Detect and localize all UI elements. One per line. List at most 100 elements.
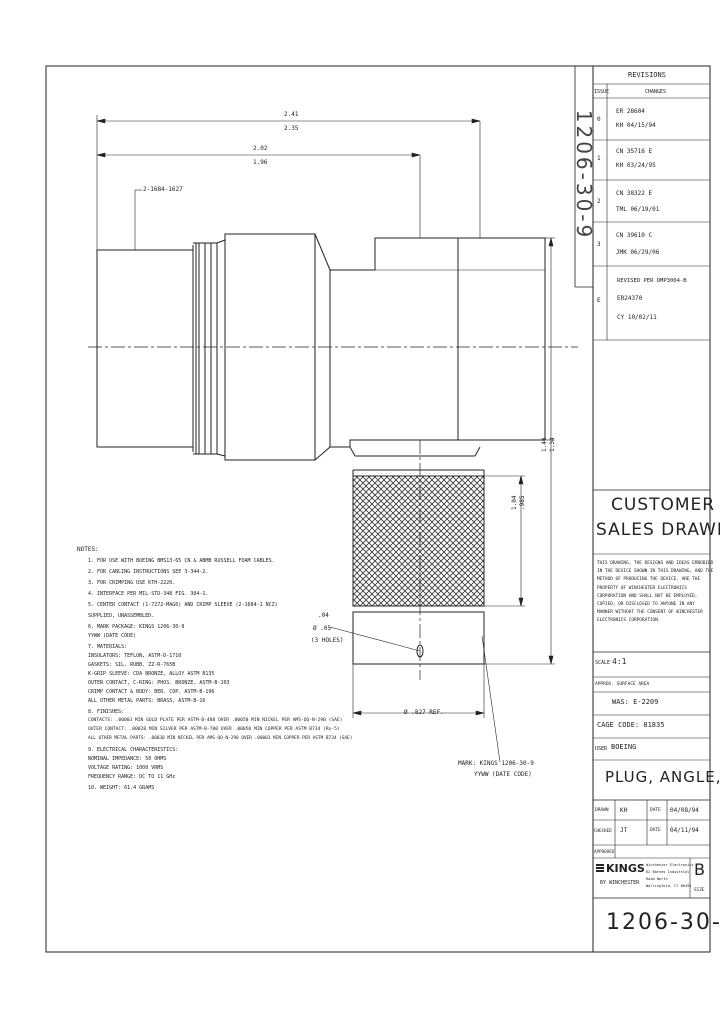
thread-callout: 2-1684-1627: [143, 186, 183, 193]
proprietary-line: METHOD OF PRODUCING THE DEVICE, ARE THE: [597, 577, 701, 583]
note-line: GASKETS: SIL. RUBB. ZZ-R-765B: [88, 662, 176, 668]
revision-line: TML 06/19/01: [616, 206, 660, 213]
drawn-date: 04/08/94: [670, 807, 699, 814]
proprietary-line: COPIED, OR DISCLOSED TO ANYONE IN ANY: [597, 602, 695, 608]
logo-mark-icon: [596, 864, 604, 872]
was-value: WAS: E-2209: [612, 698, 659, 706]
vertical-drawing-number: 1206-30-9: [572, 109, 596, 241]
dim-body-bottom: 1.96: [253, 159, 268, 166]
revision-line: REVISED PER DMP3004-B: [617, 278, 687, 284]
note-line: 10. WEIGHT: 61.4 GRAMS: [88, 785, 155, 791]
note-line: 1. FOR USE WITH BOEING BMS13-65 CN & ABM…: [88, 558, 275, 564]
revisions-changes-col: CHANGES: [645, 89, 667, 95]
note-line: SUPPLIED, UNASSEMBLED.: [88, 613, 155, 619]
date-label: DATE: [650, 828, 661, 833]
dim-ref: Ø .827 REF.: [404, 709, 444, 716]
dim-overall-bottom: 2.35: [284, 125, 299, 132]
revision-line: CN 39610 C: [616, 232, 653, 239]
note-line: 6. MARK PACKAGE: KINGS 1206-30-9: [88, 624, 185, 630]
note-line: K-GRIP SLEEVE: CDA BRONZE, ALLOY ASTM B1…: [88, 671, 215, 677]
drawing-number: 1206-30-9: [606, 910, 720, 935]
note-line: YYWW (DATE CODE): [88, 633, 137, 639]
notes-list: 1. FOR USE WITH BOEING BMS13-65 CN & ABM…: [88, 558, 352, 791]
size-label: SIZE: [694, 888, 705, 893]
date-label: DATE: [650, 808, 661, 813]
note-line: VOLTAGE RATING: 1000 VRMS: [88, 765, 164, 771]
dimension-lines: [96, 115, 555, 763]
note-line: NOMINAL IMPEDANCE: 50 OHMS: [88, 756, 167, 762]
scale-value: 4:1: [612, 657, 627, 666]
revision-issue: 0: [597, 116, 601, 123]
holes-callout: .04: [318, 612, 329, 619]
note-line: 5. CENTER CONTACT (1-7272-MAG6) AND CRIM…: [88, 602, 278, 608]
company-address: Winchester Electronics 62 Barnes Industr…: [646, 862, 694, 890]
size-value: B: [694, 860, 705, 879]
customer-label: CUSTOMER: [611, 495, 716, 515]
kings-logo: KINGS BY WINCHESTER: [596, 862, 645, 894]
revision-line: CY 10/02/11: [617, 314, 657, 321]
drawn-by: KH: [620, 807, 628, 814]
proprietary-line: THIS DRAWING, THE DESIGNS AND IDEAS EMBO…: [597, 561, 714, 566]
revision-line: CN 35716 E: [616, 148, 653, 155]
revision-issue: 2: [597, 198, 601, 205]
dim-body-top: 2.02: [253, 145, 268, 152]
note-line: ALL OTHER METAL PARTS: .00030 MIN NICKEL…: [88, 736, 353, 741]
revision-issue: 3: [597, 241, 601, 248]
proprietary-line: IN THE DEVICE SHOWN IN THIS DRAWING, AND…: [597, 569, 714, 575]
revision-line: ER 28604: [616, 108, 645, 115]
logo-subtext: BY WINCHESTER: [600, 880, 640, 886]
proprietary-line: MANNER WITHOUT THE CONSENT OF WINCHESTER: [597, 610, 703, 616]
dim-vertical-4: .985: [519, 495, 526, 510]
mark-callout: MARK: KINGS 1206-30-9: [458, 760, 534, 767]
dim-vertical-1: 1.40: [541, 437, 548, 452]
part-name: PLUG, ANGLE, N: [605, 768, 720, 786]
proprietary-notice: THIS DRAWING, THE DESIGNS AND IDEAS EMBO…: [597, 560, 713, 626]
approved-label: APPROVED: [594, 849, 615, 854]
note-line: 3. FOR CRIMPING USE KTH-2220.: [88, 580, 176, 586]
holes-callout: (3 HOLES): [311, 637, 344, 644]
user-value: BOEING: [611, 743, 637, 751]
connector-drawing: [88, 233, 578, 680]
note-line: OUTER CONTACT: .00020 MIN SILVER PER AST…: [88, 727, 340, 732]
address-line: Road North: [646, 877, 668, 881]
notes-title: NOTES:: [77, 546, 99, 553]
checked-date: 04/11/94: [670, 827, 699, 834]
revision-line: KH 04/15/94: [616, 122, 656, 129]
sheet-border: [45, 65, 711, 953]
proprietary-line: PROPERTY OF WINCHESTER ELECTRONICS: [597, 585, 687, 591]
note-line: FREQUENCY RANGE: DC TO 11 GHz: [88, 774, 176, 780]
note-line: 2. FOR CABLING INSTRUCTIONS SEE 3-344-2.: [88, 569, 209, 575]
note-line: 9. ELECTRICAL CHARACTERISTICS:: [88, 747, 179, 753]
note-line: CRIMP CONTACT & BODY: BER. COP. ASTM-B-1…: [88, 689, 215, 695]
scale-label: SCALE: [595, 660, 611, 666]
note-line: OUTER CONTACT, C-RING: PHOS. BRONZE, AST…: [88, 680, 230, 686]
sales-drawing-label: SALES DRAWING: [596, 520, 720, 540]
note-line: CONTACTS: .00003 MIN GOLD PLATE PER ASTM…: [88, 718, 343, 723]
note-line: INSULATORS: TEFLON, ASTM-D-1710: [88, 653, 182, 659]
note-line: 8. FINISHES:: [88, 709, 125, 715]
dim-vertical-2: 1.34: [549, 437, 556, 452]
revision-line: KH 03/24/95: [616, 162, 656, 169]
checked-by: JT: [620, 827, 628, 834]
proprietary-line: CORPORATION AND SHALL NOT BE EMPLOYED,: [597, 593, 698, 599]
mark-callout: YYWW (DATE CODE): [474, 771, 532, 778]
revision-line: JMK 06/29/06: [616, 249, 660, 256]
revision-issue: E: [597, 297, 601, 304]
revision-line: ER24370: [617, 295, 643, 302]
revisions-header: REVISIONS: [628, 71, 666, 79]
revision-line: CN 38322 E: [616, 190, 653, 197]
checked-label: CHECKED: [594, 828, 612, 833]
address-line: Winchester Electronics: [646, 863, 694, 867]
logo-text: KINGS: [606, 862, 645, 875]
user-label: USER: [595, 746, 608, 752]
address-line: 62 Barnes Industrial: [646, 870, 690, 874]
note-line: ALL OTHER METAL PARTS: BRASS, ASTM-B-16: [88, 698, 206, 704]
dim-overall-top: 2.41: [284, 111, 299, 118]
note-line: 7. MATERIALS:: [88, 644, 128, 650]
proprietary-line: ELECTRONICS CORPORATION.: [597, 618, 661, 624]
revision-issue: 1: [597, 155, 601, 162]
dim-vertical-3: 1.04: [511, 495, 518, 510]
revisions-issue-col: ISSUE: [594, 89, 610, 95]
note-line: 4. INTERFACE PER MIL-STD-348 FIG. 304-1.: [88, 591, 209, 597]
